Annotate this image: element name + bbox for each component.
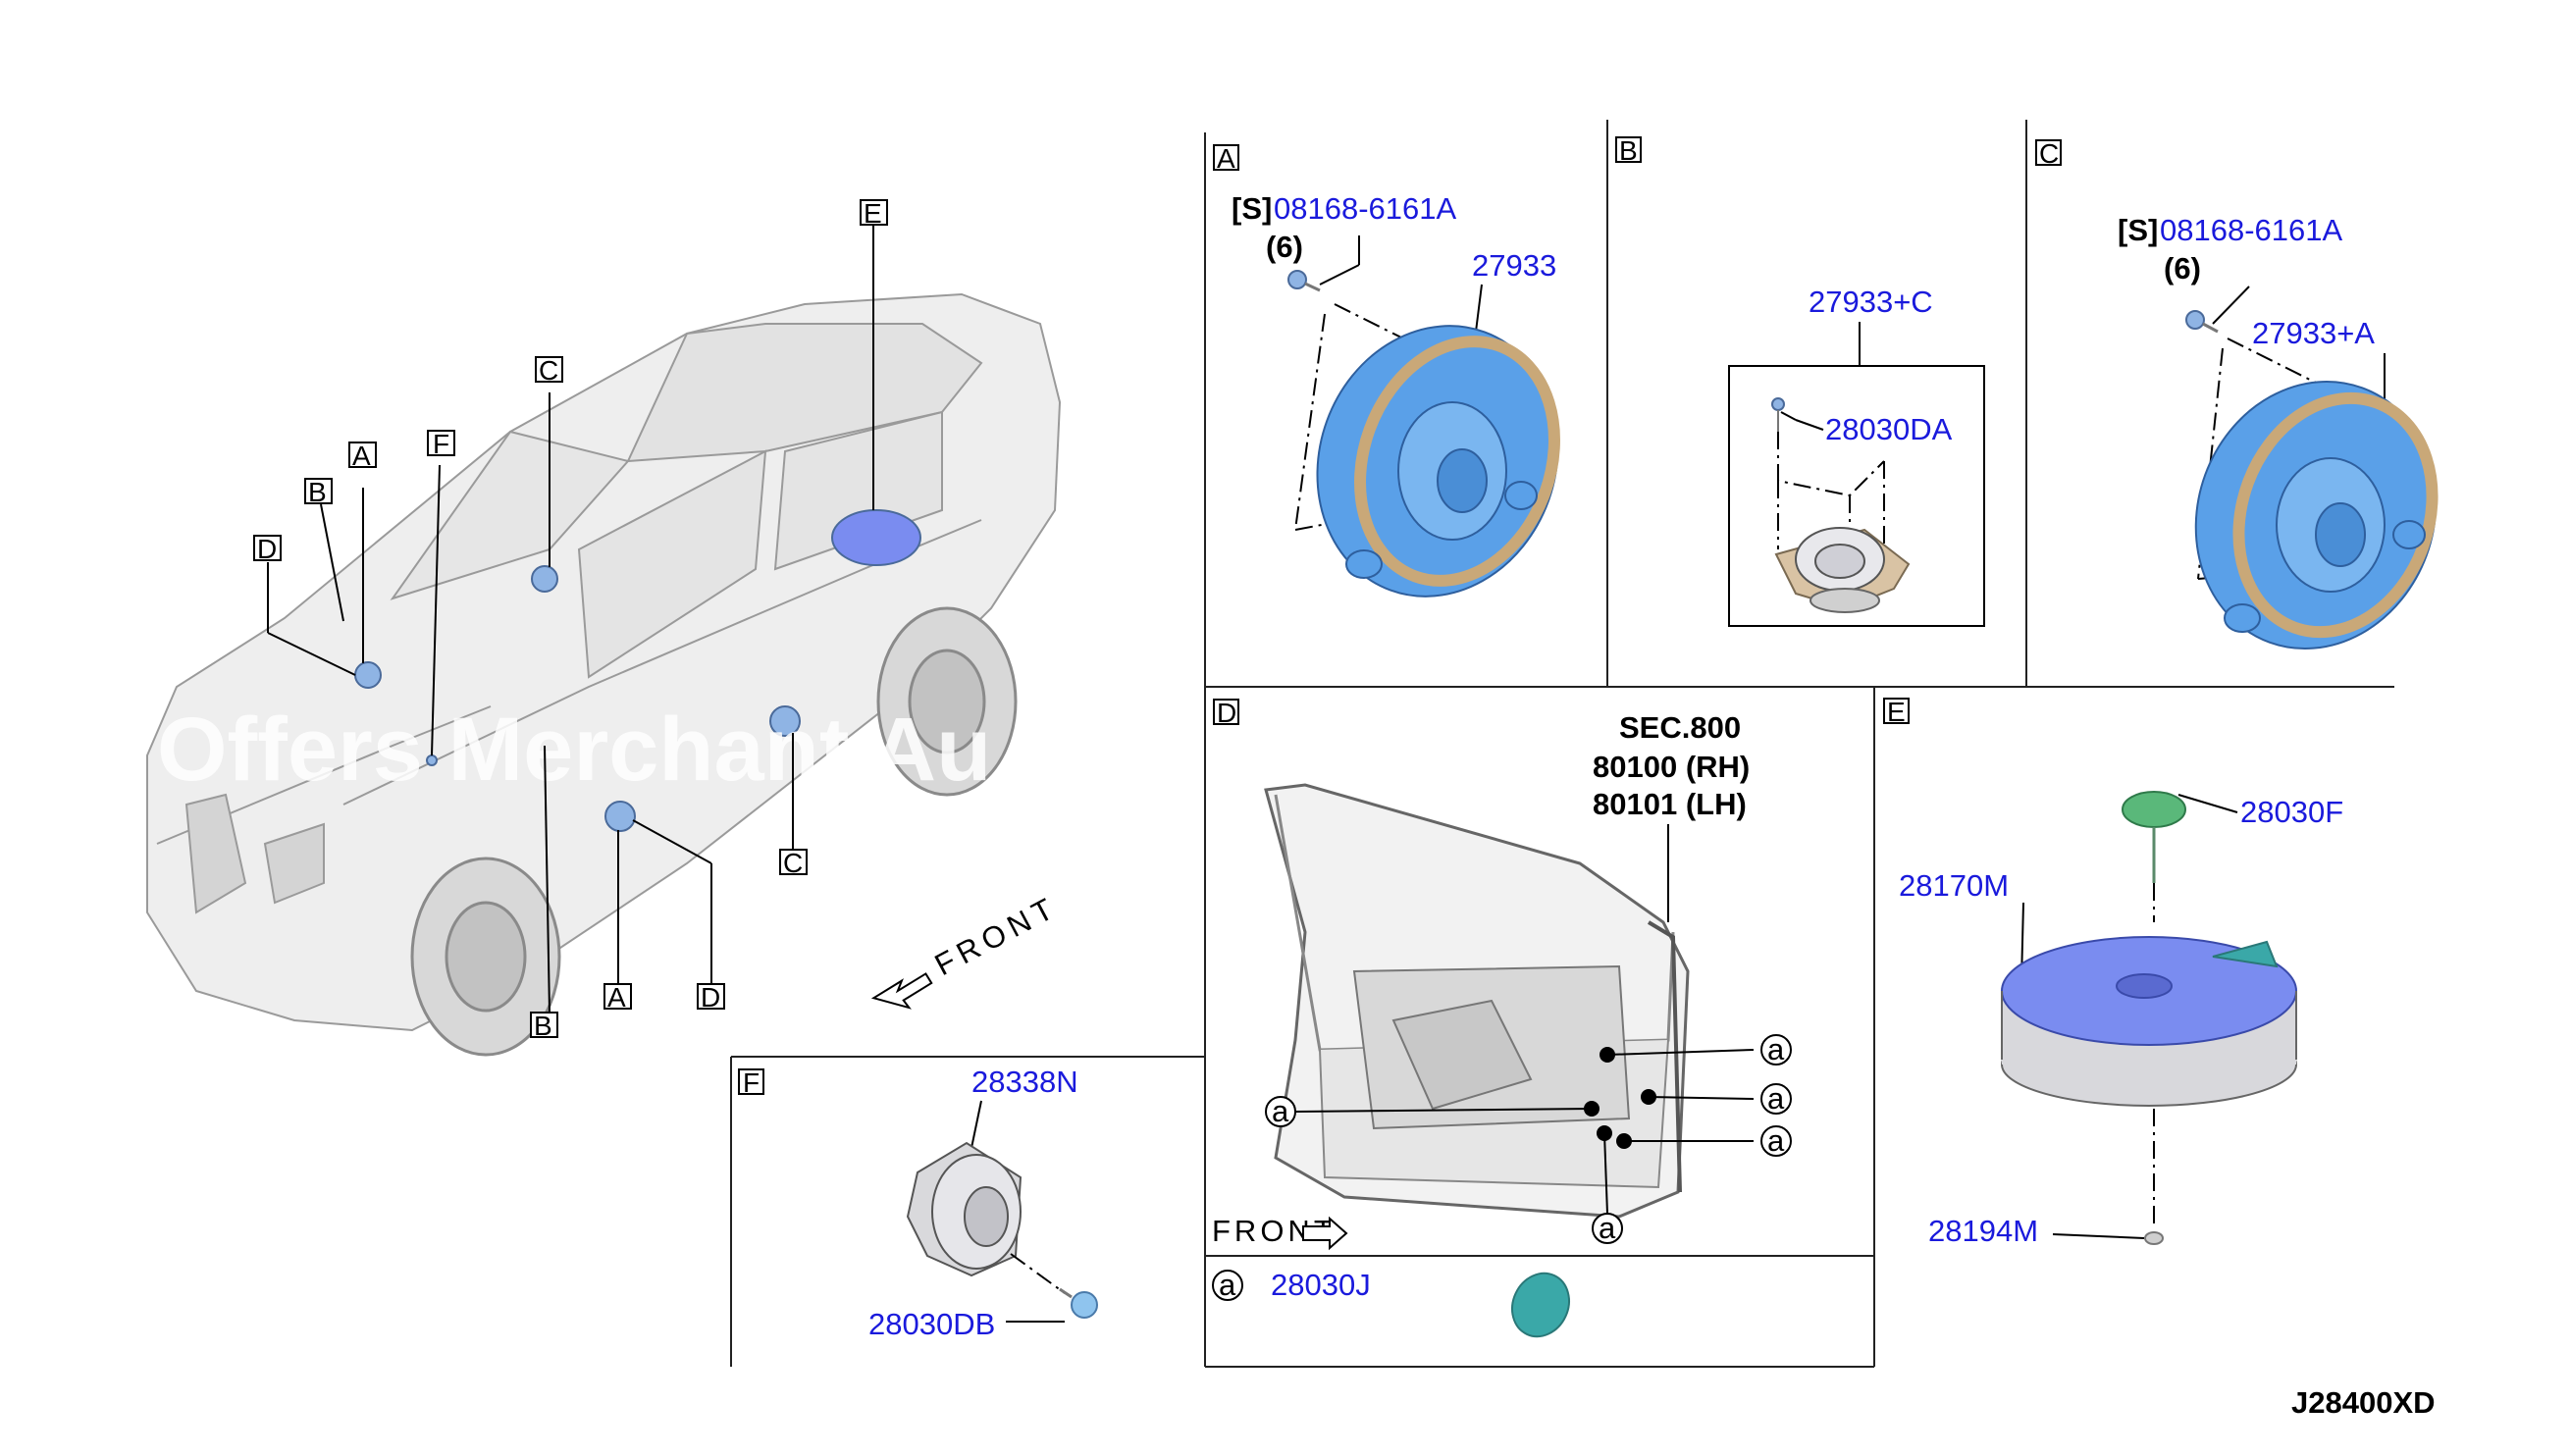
panel-a-screw-qty: (6) xyxy=(1266,230,1303,264)
svg-text:A: A xyxy=(352,441,371,471)
legend-marker: a xyxy=(1219,1268,1236,1302)
svg-text:B: B xyxy=(534,1011,552,1041)
svg-text:a: a xyxy=(1272,1094,1289,1128)
overview-callout-boxes: E C F A B D C xyxy=(253,198,888,1041)
panel-f-clip xyxy=(1059,1287,1098,1319)
panel-a-door-speaker xyxy=(1316,325,1560,598)
panel-c-door-speaker xyxy=(2194,380,2439,650)
vehicle-overview: Offers Merchant Au E C xyxy=(146,198,1064,1057)
callout-c-bottom: C xyxy=(779,848,808,878)
door-clip-leaders xyxy=(1294,1049,1755,1215)
panel-d: D SEC.800 80100 (RH) 80101 (LH) xyxy=(1212,698,1792,1338)
front-label: FRONT xyxy=(929,889,1064,982)
speaker-marker-c-rear xyxy=(769,705,801,737)
panel-f-letter: F xyxy=(743,1067,760,1098)
car-speaker-markers xyxy=(354,509,921,832)
svg-text:C: C xyxy=(783,848,803,878)
legend-part: 28030J xyxy=(1271,1268,1371,1302)
panel-b-clip xyxy=(1771,397,1785,432)
panel-a: A [S] 08168-6161A (6) 27933 xyxy=(1213,143,1560,598)
door-clip-part xyxy=(1511,1272,1570,1338)
svg-text:A: A xyxy=(607,982,626,1013)
panel-a-screw xyxy=(1287,270,1321,292)
svg-text:D: D xyxy=(701,982,720,1013)
speaker-marker-c-front xyxy=(531,565,558,593)
svg-text:E: E xyxy=(864,198,882,229)
panel-c-screw-part: 08168-6161A xyxy=(2160,213,2342,247)
panel-d-front-indicator: FRONT xyxy=(1212,1214,1348,1251)
callout-b-top: B xyxy=(304,477,333,507)
panel-a-letter: A xyxy=(1217,143,1235,174)
panel-a-screw-part: 08168-6161A xyxy=(1274,191,1456,226)
panel-d-rh-ref: 80100 (RH) xyxy=(1593,750,1750,784)
panel-d-lh-ref: 80101 (LH) xyxy=(1593,787,1747,821)
panel-b-assembly-part: 27933+C xyxy=(1809,285,1933,319)
tweeter-unit xyxy=(906,1141,1023,1277)
panel-b-assembly-box xyxy=(1728,365,1985,627)
diagram-code: J28400XD xyxy=(2291,1385,2436,1420)
panel-frames xyxy=(730,120,2394,1368)
panel-f-tweeter-part: 28338N xyxy=(971,1065,1078,1099)
front-direction-indicator: FRONT xyxy=(870,889,1064,1010)
panel-e-letter: E xyxy=(1887,697,1906,727)
callout-f: F xyxy=(427,429,455,459)
watermark-text: Offers Merchant Au xyxy=(157,700,991,800)
svg-text:C: C xyxy=(539,355,558,386)
panel-c: C [S] 08168-6161A (6) 27933+A xyxy=(2035,138,2439,650)
callout-a-top: A xyxy=(348,441,377,471)
panel-c-speaker-part: 27933+A xyxy=(2252,316,2375,350)
panel-c-letter: C xyxy=(2039,138,2059,169)
panel-f-clip-part: 28030DB xyxy=(868,1307,995,1341)
panel-f: F 28338N 28030DB xyxy=(738,1065,1098,1341)
panel-c-screw-prefix: [S] xyxy=(2118,213,2158,247)
panel-b: B 27933+C 28030DA xyxy=(1615,135,1985,627)
panel-e-bolt xyxy=(2144,1231,2164,1245)
panel-b-clip-part: 28030DA xyxy=(1825,412,1953,446)
panel-d-letter: D xyxy=(1217,698,1236,728)
overview-leaders xyxy=(267,224,874,1014)
panel-c-screw-qty: (6) xyxy=(2164,251,2201,286)
svg-text:a: a xyxy=(1767,1081,1785,1116)
speaker-marker-a-door xyxy=(604,801,636,832)
panel-a-speaker-part: 27933 xyxy=(1472,248,1556,283)
panel-d-legend: a 28030J xyxy=(1212,1268,1570,1338)
svg-text:F: F xyxy=(433,429,449,459)
door-panel-illustration xyxy=(1264,783,1690,1219)
car-wheels xyxy=(410,606,1018,1057)
svg-text:a: a xyxy=(1599,1211,1616,1245)
panel-b-tweeter xyxy=(1774,527,1911,613)
callout-a-bottom: A xyxy=(603,982,632,1013)
svg-text:a: a xyxy=(1767,1032,1785,1066)
panel-a-screw-prefix: [S] xyxy=(1232,191,1272,226)
panel-c-screw xyxy=(2185,310,2219,334)
speaker-marker-d-front xyxy=(354,661,382,689)
panel-e-clip xyxy=(2122,791,2186,883)
panel-e-bolt-part: 28194M xyxy=(1928,1214,2038,1248)
subwoofer-unit xyxy=(2001,936,2297,1107)
callout-d-bottom: D xyxy=(697,982,725,1013)
svg-text:B: B xyxy=(308,477,327,507)
callout-c-top: C xyxy=(535,355,563,386)
callout-b-bottom: B xyxy=(530,1011,558,1041)
svg-text:a: a xyxy=(1767,1123,1785,1158)
panel-e: E 28030F 28170M 28194M xyxy=(1883,697,2343,1248)
panel-e-subwoofer-part: 28170M xyxy=(1899,868,2009,903)
panel-b-letter: B xyxy=(1619,135,1638,166)
svg-text:D: D xyxy=(257,534,277,564)
car-illustration xyxy=(146,292,1062,1032)
panel-e-clip-part: 28030F xyxy=(2240,795,2343,829)
door-clip-markers: a a a a a xyxy=(1265,1032,1792,1245)
callout-d-top: D xyxy=(253,534,282,564)
callout-e: E xyxy=(860,198,888,229)
panel-d-sec-ref: SEC.800 xyxy=(1619,710,1741,745)
subwoofer-marker xyxy=(831,509,921,566)
